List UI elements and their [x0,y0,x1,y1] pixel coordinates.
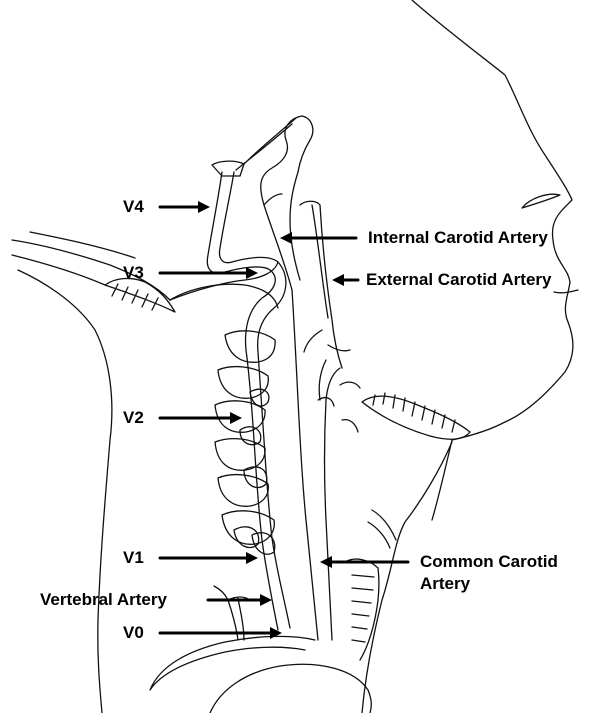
label-v3: V3 [123,264,144,282]
annotation-arrows [160,201,408,639]
label-v4: V4 [123,198,144,216]
arrow-v1-head [246,552,258,564]
label-common-carotid-line1: Common Carotid [420,553,558,571]
arrow-external-carotid-head [332,274,344,286]
external-carotid-branches [304,330,360,432]
vertebra-c6 [218,475,268,507]
vertebra-c2 [225,331,275,362]
arrow-v3-head [246,267,258,279]
label-v1: V1 [123,549,144,567]
lip-line [554,290,578,293]
hyoid-lines [368,510,396,548]
label-vertebral-artery: Vertebral Artery [40,591,167,609]
label-v0: V0 [123,624,144,642]
vertebral-artery-top-cap [212,161,244,176]
arrow-vertebral-head [260,594,272,606]
muscle-band-hatching [112,284,158,310]
face-profile-outline [412,0,573,520]
label-common-carotid-line2: Artery [420,575,470,593]
jaw-hatching [373,393,455,432]
cervical-spine [215,331,275,554]
thyroid-outline [345,559,379,660]
nostril [522,194,560,208]
common-carotid-artery [292,290,340,640]
occiput-outline [18,270,112,713]
atlas-outline [170,284,278,308]
label-internal-carotid-artery: Internal Carotid Artery [368,229,548,247]
mandible-outline [362,396,470,439]
arrow-v2-head [230,412,242,424]
arrow-v0-head [270,627,282,639]
subclavian-artery [150,636,315,690]
arrow-common-carotid-head [320,556,332,568]
arrow-internal-carotid-head [280,232,292,244]
trachea-hatching [352,575,374,642]
label-v2: V2 [123,409,144,427]
label-external-carotid-artery: External Carotid Artery [366,271,551,289]
external-carotid-artery [300,201,342,368]
arrow-v4-head [198,201,210,213]
transverse-processes [234,389,275,554]
skull-base-lines [12,232,170,300]
aortic-arch [210,664,371,713]
